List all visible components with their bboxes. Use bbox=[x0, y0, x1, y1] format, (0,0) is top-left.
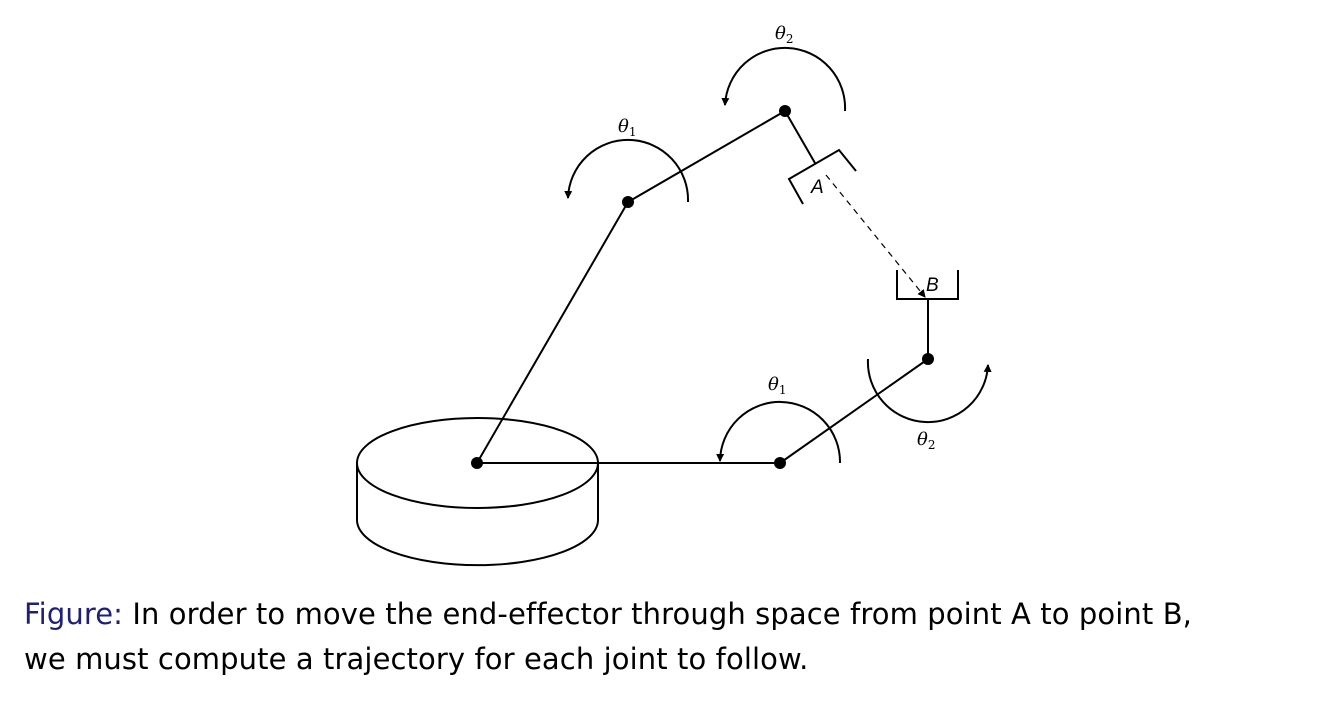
caption-prefix: Figure: bbox=[24, 597, 124, 631]
figure-caption: Figure: In order to move the end-effecto… bbox=[24, 592, 1324, 682]
robot-arm-diagram: θ1 θ2 θ1 θ2 A B bbox=[356, 23, 992, 567]
trajectory-dashed-arrow bbox=[825, 174, 926, 298]
theta1-arc-a bbox=[564, 139, 690, 203]
label-theta2-lower: θ2 bbox=[917, 429, 935, 452]
caption-line-1-text: In order to move the end-effector throug… bbox=[123, 597, 1193, 631]
label-point-a: A bbox=[810, 177, 824, 198]
link-2-b bbox=[779, 358, 929, 464]
link-1-a bbox=[476, 201, 629, 464]
base-bottom-ellipse bbox=[356, 463, 599, 567]
arm-config-a bbox=[476, 47, 857, 464]
gripper-b bbox=[896, 270, 959, 300]
theta1-arc-b bbox=[716, 401, 842, 464]
link-2-a bbox=[627, 110, 786, 203]
wrist-a bbox=[784, 110, 816, 164]
caption-line-1: Figure: In order to move the end-effecto… bbox=[24, 592, 1324, 637]
label-point-b: B bbox=[926, 275, 939, 296]
robot-base bbox=[356, 417, 599, 567]
joint-2-b bbox=[922, 353, 934, 365]
theta2-arc-a bbox=[721, 47, 847, 112]
arm-config-b bbox=[477, 270, 992, 464]
label-theta1-lower: θ1 bbox=[768, 374, 786, 397]
gripper-a bbox=[787, 148, 857, 205]
joint-1-b bbox=[774, 457, 786, 469]
joint-1-a bbox=[622, 196, 634, 208]
label-theta1-upper: θ1 bbox=[618, 116, 636, 139]
base-joint bbox=[471, 457, 483, 469]
theta2-arc-b bbox=[866, 358, 992, 423]
caption-line-2: we must compute a trajectory for each jo… bbox=[24, 642, 809, 676]
label-theta2-upper: θ2 bbox=[775, 23, 793, 46]
joint-2-a bbox=[779, 105, 791, 117]
